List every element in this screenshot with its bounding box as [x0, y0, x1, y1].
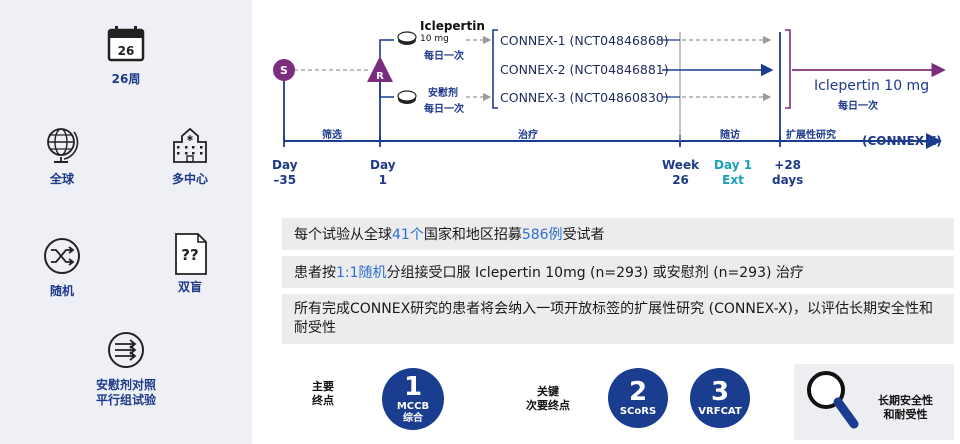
primary-endpoint-label: 主要 终点	[312, 380, 334, 407]
arm-drug-dose: 10 mg	[420, 34, 449, 44]
safety-panel: 长期安全性 和耐受性	[794, 364, 954, 440]
feature-multicenter-label: 多中心	[171, 172, 208, 186]
endpoint-3-circle: 3 VRFCAT	[690, 368, 750, 428]
pill-icon	[397, 90, 417, 104]
endpoint-2-circle: 2 SCoRS	[608, 368, 668, 428]
svg-text:??: ??	[181, 246, 198, 264]
phase-followup: 随访	[720, 130, 740, 141]
phase-extension-code: (CONNEX-X)	[862, 134, 942, 148]
endpoint-1-circle: 1 MCCB 综合	[382, 368, 444, 430]
document-question-icon: ??	[175, 233, 207, 275]
parallel-arrows-icon	[108, 332, 144, 368]
feature-randomized-label: 随机	[49, 284, 74, 298]
svg-text:✱: ✱	[187, 134, 194, 143]
feature-parallel-label: 安慰剂对照 平行组试验	[95, 378, 156, 407]
extension-drug: Iclepertin 10 mg	[814, 78, 930, 94]
feature-multicenter: ✱ 多中心	[130, 124, 250, 187]
feature-26-weeks-label: 26周	[111, 72, 141, 86]
arm-placebo-frequency: 每日一次	[424, 104, 464, 115]
extension-frequency: 每日一次	[838, 101, 878, 112]
svg-text:26: 26	[118, 44, 135, 58]
shuffle-icon	[44, 238, 80, 274]
tick-day-minus35: Day–35	[272, 158, 298, 187]
safety-label: 长期安全性 和耐受性	[878, 394, 933, 421]
feature-randomized: 随机	[2, 236, 122, 299]
feature-global-label: 全球	[49, 172, 74, 186]
arm-drug-frequency: 每日一次	[424, 51, 464, 62]
magnifier-icon	[807, 371, 859, 429]
study-connex-1: CONNEX-1 (NCT04846868)	[500, 33, 669, 48]
svg-text:S: S	[280, 64, 288, 77]
feature-global: 全球	[2, 124, 122, 187]
calendar-icon: 26	[107, 26, 145, 62]
info-extension: 所有完成CONNEX研究的患者将会纳入一项开放标签的扩展性研究 (CONNEX-…	[282, 294, 954, 344]
study-timeline: S R Iclepertin 10 mg 每日一次 安慰剂 每日一次 CONNE…	[252, 0, 960, 205]
phase-screening: 筛选	[322, 130, 342, 141]
feature-blinded: ?? 双盲	[130, 232, 250, 295]
study-connex-2: CONNEX-2 (NCT04846881)	[500, 62, 669, 77]
building-icon: ✱	[173, 127, 207, 163]
secondary-endpoint-label: 关键 次要终点	[526, 385, 570, 412]
phase-treatment: 治疗	[518, 130, 538, 141]
screening-marker	[273, 59, 295, 81]
phase-extension: 扩展性研究	[786, 130, 836, 141]
timeline-graphic: S R	[273, 29, 946, 149]
study-connex-3: CONNEX-3 (NCT04860830)	[500, 90, 669, 105]
svg-text:R: R	[376, 71, 384, 82]
arm-placebo-name: 安慰剂	[428, 88, 458, 99]
pill-icon	[397, 31, 417, 45]
arm-drug-name: Iclepertin	[420, 19, 485, 33]
globe-icon	[47, 128, 79, 163]
feature-blinded-label: 双盲	[177, 280, 202, 294]
feature-panel: 26 26周 全球 ✱ 多中心	[0, 0, 252, 444]
randomization-marker	[367, 56, 393, 82]
feature-parallel: 安慰剂对照 平行组试验	[66, 330, 186, 408]
feature-26-weeks: 26 26周	[66, 24, 186, 87]
